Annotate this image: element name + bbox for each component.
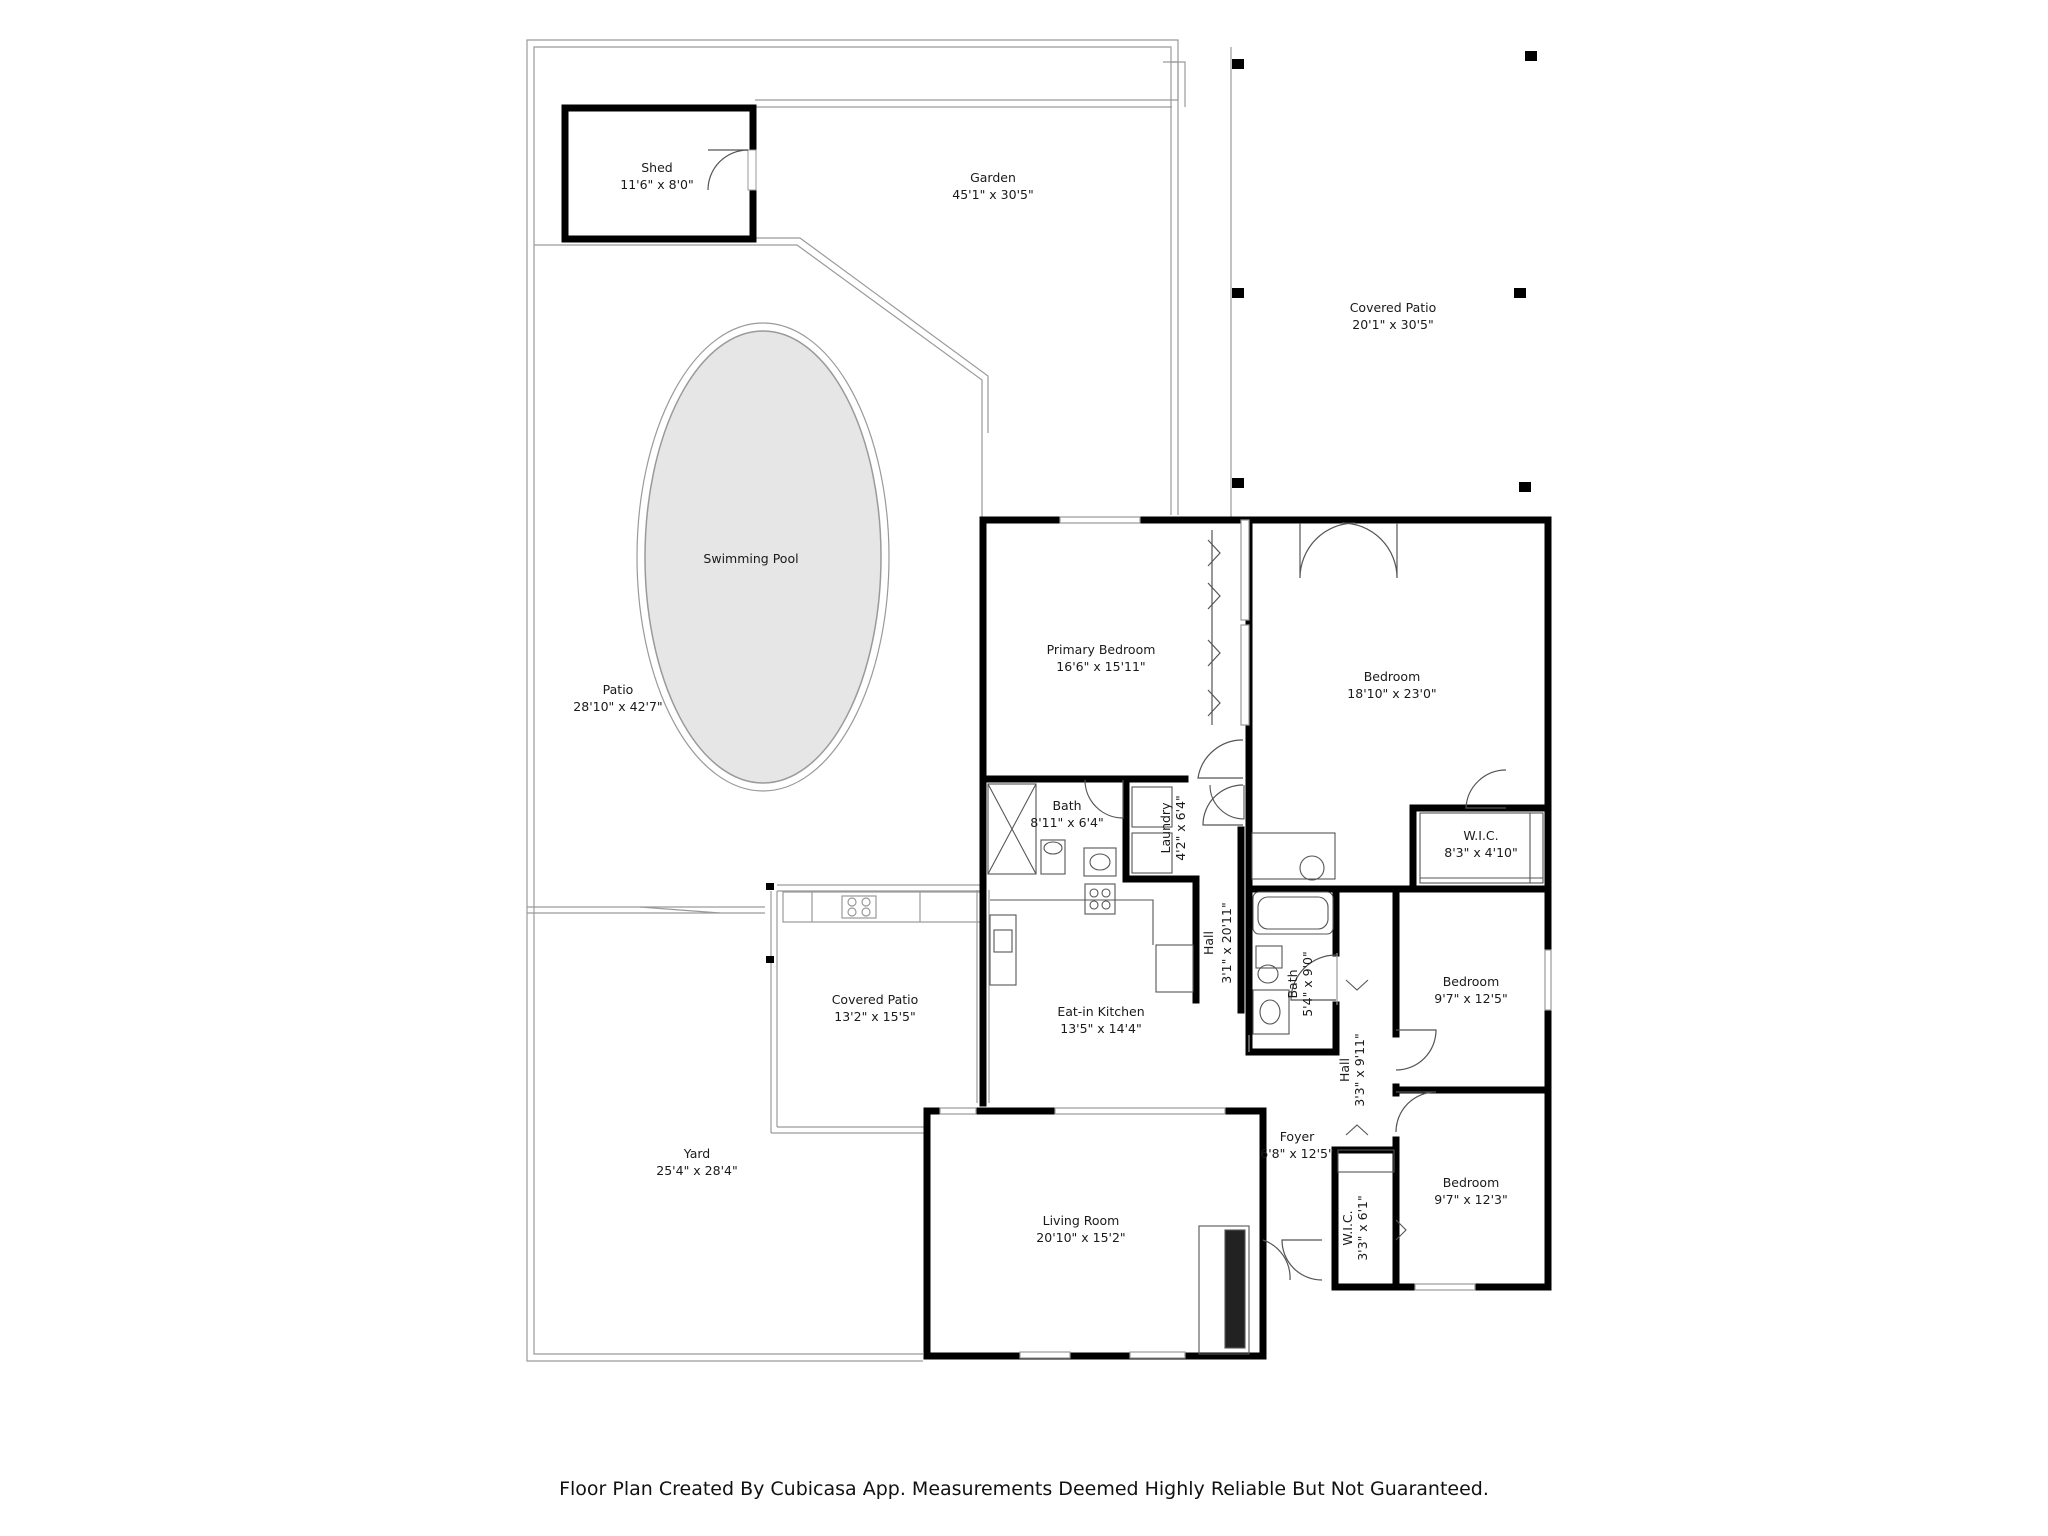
wic-2-name: W.I.C. (1340, 1210, 1355, 1245)
wic-1-dims: 8'3" x 4'10" (1444, 845, 1517, 860)
covered-patio-2-name: Covered Patio (832, 992, 919, 1007)
kitchen-dims: 13'5" x 14'4" (1060, 1021, 1141, 1036)
bath-2-name: Bath (1285, 969, 1300, 998)
bath-1-dims: 8'11" x 6'4" (1030, 815, 1103, 830)
shed-name: Shed (641, 160, 672, 175)
bedroom-2-name: Bedroom (1443, 974, 1500, 989)
bedroom-3-name: Bedroom (1443, 1175, 1500, 1190)
hall-2-closet (1337, 979, 1407, 1241)
room-labels: Shed 11'6" x 8'0" Garden 45'1" x 30'5" C… (573, 160, 1517, 1261)
laundry-name: Laundry (1158, 802, 1173, 854)
primary-bedroom-dims: 16'6" x 15'11" (1056, 659, 1145, 674)
foyer-dims: 6'8" x 12'5" (1260, 1146, 1333, 1161)
hall-1-name: Hall (1201, 931, 1216, 955)
interior-thin-walls (939, 516, 1552, 1359)
kitchen-fixtures (989, 883, 1194, 993)
yard-dims: 25'4" x 28'4" (656, 1163, 737, 1178)
shed (561, 104, 757, 243)
foyer-name: Foyer (1280, 1129, 1315, 1144)
closet-doors (1207, 530, 1221, 725)
bath-2-fixtures (1251, 832, 1336, 1035)
bedroom-3-dims: 9'7" x 12'3" (1434, 1192, 1507, 1207)
bedroom-2-dims: 9'7" x 12'5" (1434, 991, 1507, 1006)
yard-name: Yard (683, 1146, 710, 1161)
garden-name: Garden (970, 170, 1016, 185)
bedroom-1-dims: 18'10" x 23'0" (1347, 686, 1436, 701)
covered-patio-posts (1232, 51, 1537, 492)
living-room-name: Living Room (1043, 1213, 1120, 1228)
footer-disclaimer: Floor Plan Created By Cubicasa App. Meas… (559, 1478, 1489, 1500)
bath-2-dims: 5'4" x 9'0" (1300, 951, 1315, 1017)
patio-name: Patio (603, 682, 634, 697)
laundry-dims: 4'2" x 6'4" (1173, 795, 1188, 861)
covered-patio-2 (770, 884, 984, 1134)
covered-patio-2-dims: 13'2" x 15'5" (834, 1009, 915, 1024)
covered-patio-2-posts (766, 883, 774, 963)
wic-1-shelves (1419, 812, 1544, 884)
patio-dims: 28'10" x 42'7" (573, 699, 662, 714)
garden-dims: 45'1" x 30'5" (952, 187, 1033, 202)
door-swings (1084, 522, 1507, 1281)
living-room-dims: 20'10" x 15'2" (1036, 1230, 1125, 1245)
bath-1-fixtures (987, 783, 1117, 877)
covered-patio-1-name: Covered Patio (1350, 300, 1437, 315)
primary-bedroom-name: Primary Bedroom (1047, 642, 1156, 657)
bedroom-1-name: Bedroom (1364, 669, 1421, 684)
swimming-pool (636, 322, 890, 792)
hall-2-name: Hall (1337, 1058, 1352, 1082)
fireplace (1198, 1225, 1250, 1355)
laundry-fixtures (1131, 784, 1245, 874)
pool-name: Swimming Pool (703, 551, 798, 566)
wic-2-dims: 3'3" x 6'1" (1355, 1195, 1370, 1261)
outdoor-boundaries (526, 39, 1232, 1362)
kitchen-name: Eat-in Kitchen (1057, 1004, 1144, 1019)
shed-dims: 11'6" x 8'0" (620, 177, 693, 192)
bath-1-name: Bath (1052, 798, 1081, 813)
hall-2-dims: 3'3" x 9'11" (1352, 1033, 1367, 1106)
hall-1-dims: 3'1" x 20'11" (1219, 902, 1234, 983)
wic-1-name: W.I.C. (1463, 828, 1498, 843)
covered-patio-1-dims: 20'1" x 30'5" (1352, 317, 1433, 332)
